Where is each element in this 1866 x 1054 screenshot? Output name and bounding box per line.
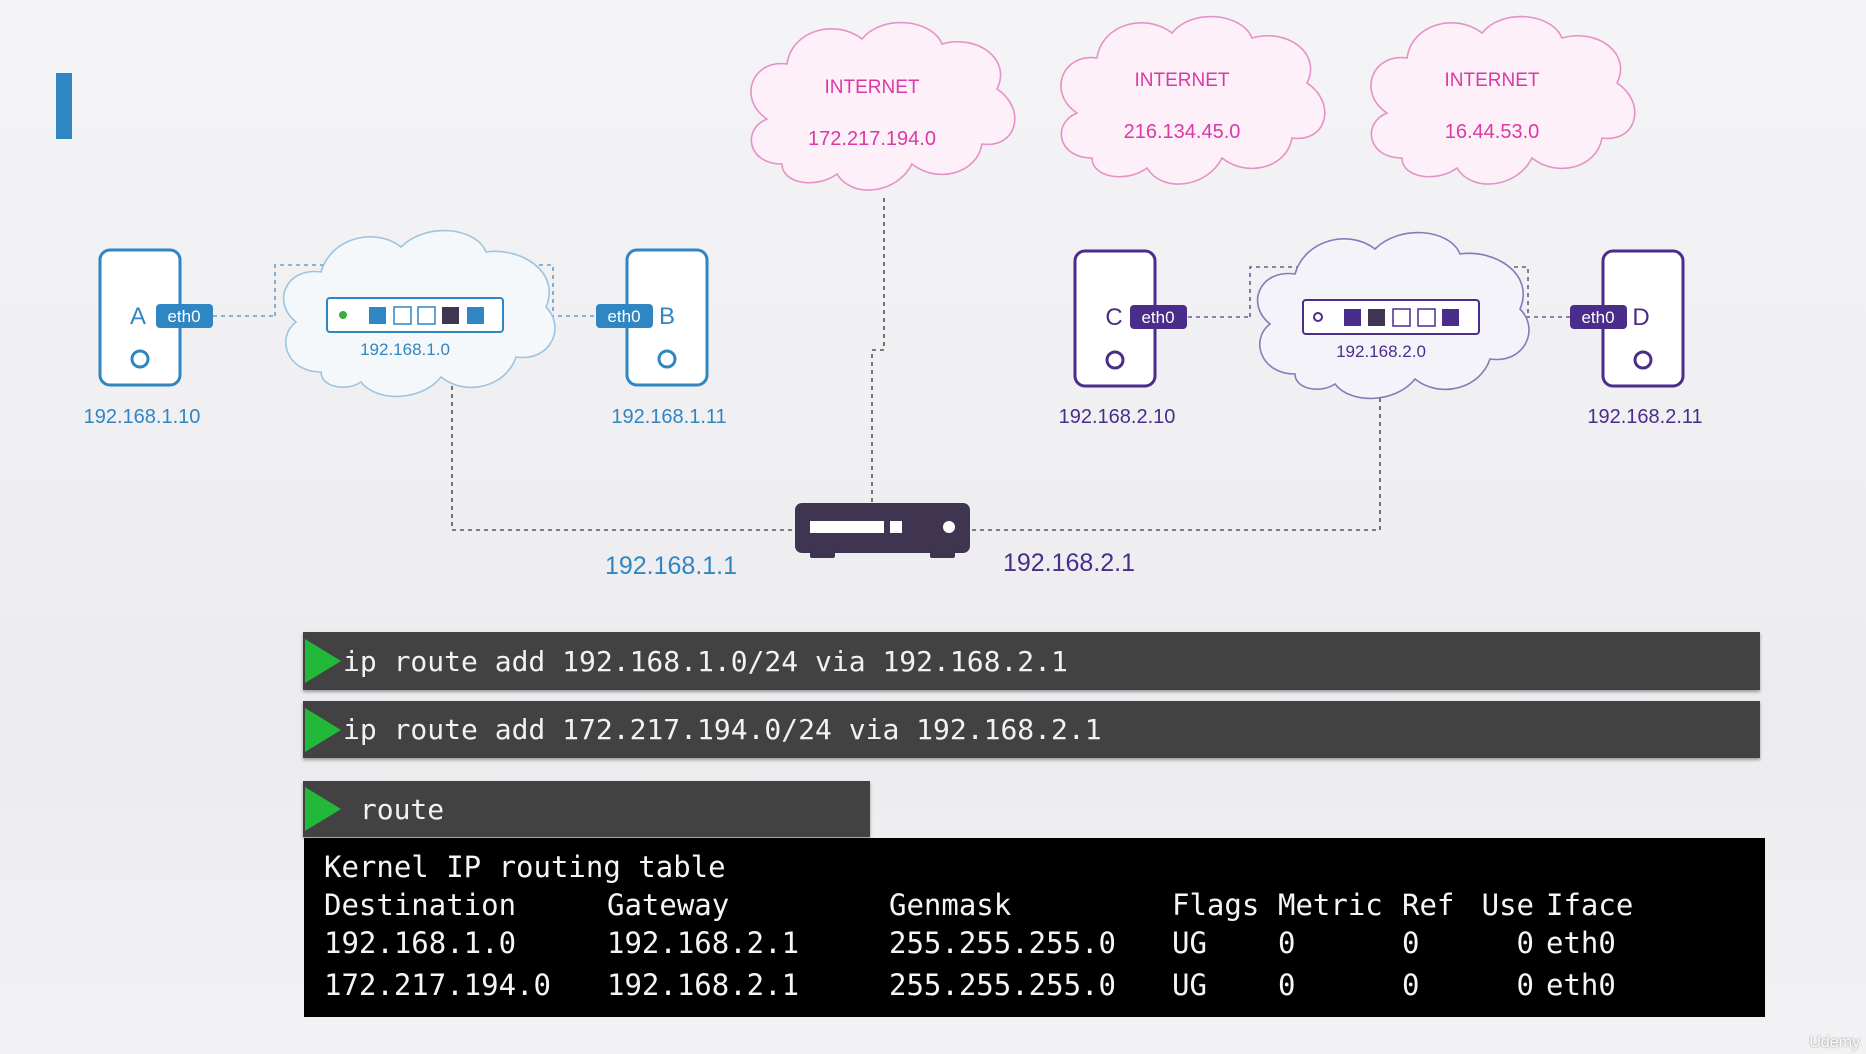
host-c-name: C xyxy=(1105,304,1122,331)
cell-metric: 0 xyxy=(1278,926,1296,960)
host-a-ip: 192.168.1.10 xyxy=(84,406,201,428)
internet-cloud-2 xyxy=(1060,15,1326,185)
internet-cloud-3 xyxy=(1370,15,1636,185)
cell-use: 0 xyxy=(1516,968,1534,1002)
switch-2 xyxy=(1302,299,1480,335)
host-c-iface: eth0 xyxy=(1141,308,1174,327)
host-b-name: B xyxy=(659,303,675,330)
output-header-row: Destination Gateway Genmask Flags Metric… xyxy=(324,888,1765,926)
host-a-name: A xyxy=(130,303,146,330)
command-text: route xyxy=(343,792,445,826)
host-c xyxy=(1073,249,1187,388)
cell-genmask: 255.255.255.0 xyxy=(889,968,1116,1002)
play-icon xyxy=(305,707,341,752)
header-destination: Destination xyxy=(324,888,517,922)
host-b-iface: eth0 xyxy=(607,307,640,326)
play-icon xyxy=(305,639,341,683)
cell-genmask: 255.255.255.0 xyxy=(889,926,1116,960)
command-bar-3: route xyxy=(303,781,870,837)
table-row: 192.168.1.0 192.168.2.1 255.255.255.0 UG… xyxy=(324,926,1765,964)
cell-gateway: 192.168.2.1 xyxy=(607,968,800,1002)
switch-1-network: 192.168.1.0 xyxy=(360,340,450,359)
host-d-iface: eth0 xyxy=(1581,308,1614,327)
host-d-name: D xyxy=(1632,304,1649,331)
switch-1 xyxy=(326,297,504,333)
internet-2-ip: 216.134.45.0 xyxy=(1124,121,1241,143)
router-right-ip: 192.168.2.1 xyxy=(1003,549,1135,577)
output-title-row: Kernel IP routing table xyxy=(324,850,1765,888)
cell-ref: 0 xyxy=(1402,926,1420,960)
header-metric: Metric xyxy=(1278,888,1383,922)
internet-2-label: INTERNET xyxy=(1135,70,1230,91)
host-c-ip: 192.168.2.10 xyxy=(1059,406,1176,428)
host-a-iface: eth0 xyxy=(167,307,200,326)
route-output: Kernel IP routing table Destination Gate… xyxy=(304,838,1765,1017)
cell-use: 0 xyxy=(1516,926,1534,960)
header-use: Use xyxy=(1481,888,1534,922)
router-icon xyxy=(795,503,970,558)
command-text: ip route add 192.168.1.0/24 via 192.168.… xyxy=(343,644,1068,678)
cell-iface: eth0 xyxy=(1546,926,1616,960)
header-iface: Iface xyxy=(1546,888,1634,922)
header-gateway: Gateway xyxy=(607,888,730,922)
cell-gateway: 192.168.2.1 xyxy=(607,926,800,960)
output-title: Kernel IP routing table xyxy=(324,850,726,884)
udemy-watermark: Udemy xyxy=(1809,1034,1860,1051)
slide-accent-bar xyxy=(56,73,72,139)
command-text: ip route add 172.217.194.0/24 via 192.16… xyxy=(343,713,1102,746)
internet-3-label: INTERNET xyxy=(1445,70,1540,91)
internet-cloud-1 xyxy=(750,21,1016,191)
cell-iface: eth0 xyxy=(1546,968,1616,1002)
host-a xyxy=(98,248,213,387)
host-d-ip: 192.168.2.11 xyxy=(1587,406,1702,428)
host-b-ip: 192.168.1.11 xyxy=(611,406,726,428)
router-left-ip: 192.168.1.1 xyxy=(605,552,737,580)
play-icon xyxy=(305,787,341,831)
internet-1-ip: 172.217.194.0 xyxy=(808,128,936,150)
header-ref: Ref xyxy=(1402,888,1455,922)
host-d xyxy=(1570,249,1685,388)
switch-2-network: 192.168.2.0 xyxy=(1336,342,1426,361)
host-b xyxy=(596,248,709,387)
cell-destination: 172.217.194.0 xyxy=(324,968,551,1002)
header-flags: Flags xyxy=(1172,888,1260,922)
header-genmask: Genmask xyxy=(889,888,1012,922)
command-bar-1: ip route add 192.168.1.0/24 via 192.168.… xyxy=(303,632,1760,690)
internet-1-label: INTERNET xyxy=(825,77,920,98)
command-bar-2: ip route add 172.217.194.0/24 via 192.16… xyxy=(303,701,1760,758)
internet-3-ip: 16.44.53.0 xyxy=(1445,121,1540,143)
cell-ref: 0 xyxy=(1402,968,1420,1002)
table-row: 172.217.194.0 192.168.2.1 255.255.255.0 … xyxy=(324,968,1765,1006)
cell-flags: UG xyxy=(1172,968,1207,1002)
cell-destination: 192.168.1.0 xyxy=(324,926,517,960)
cell-flags: UG xyxy=(1172,926,1207,960)
cell-metric: 0 xyxy=(1278,968,1296,1002)
